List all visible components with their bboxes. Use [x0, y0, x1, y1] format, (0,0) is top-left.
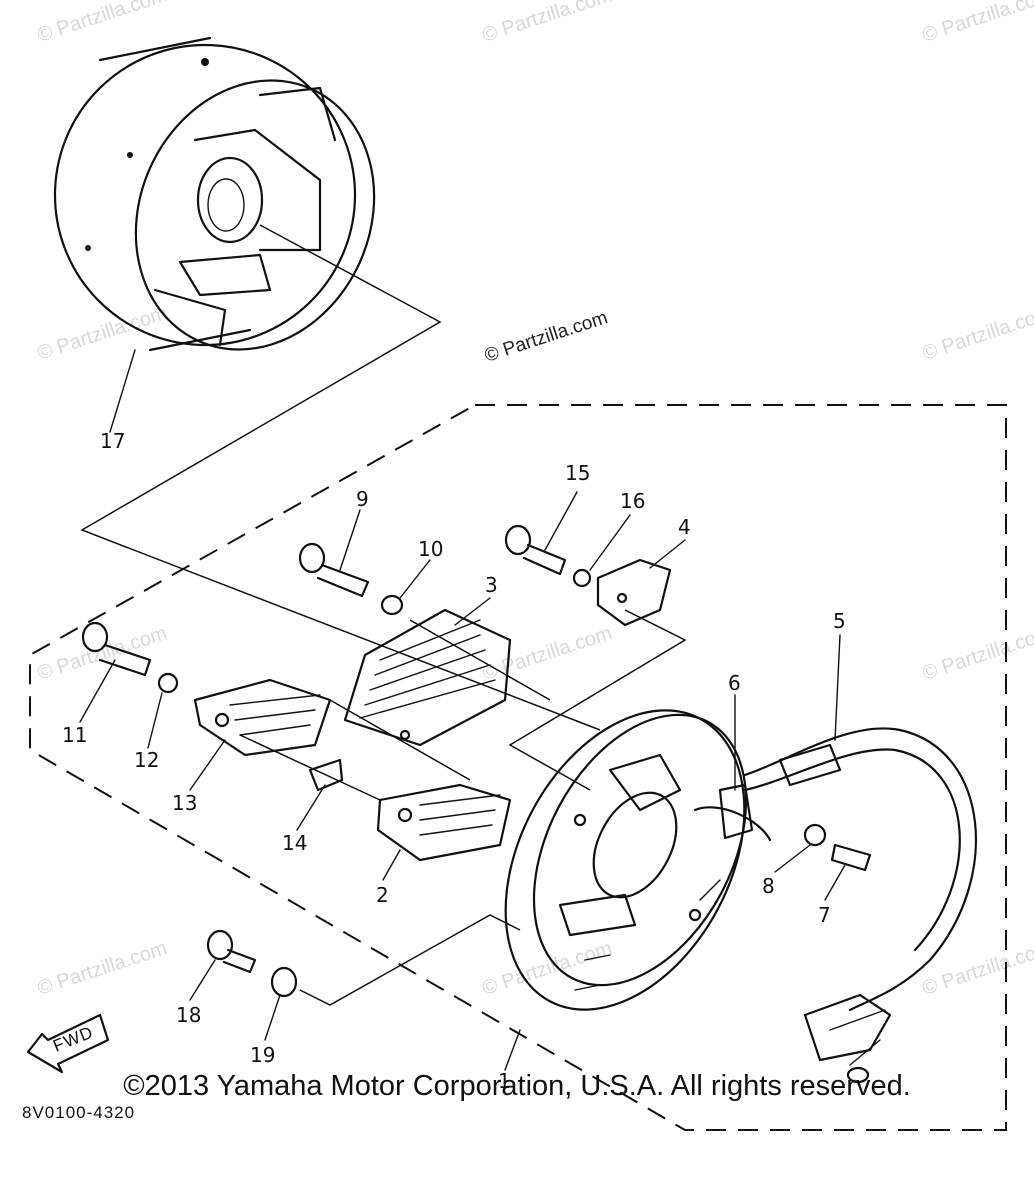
- callout-12: 12: [134, 748, 159, 772]
- callout-16: 16: [620, 489, 645, 513]
- callout-13: 13: [172, 791, 197, 815]
- callout-9: 9: [356, 487, 369, 511]
- callout-8: 8: [762, 874, 775, 898]
- watermark-text: © Partzilla.com: [920, 937, 1034, 1000]
- callout-leaders: [79, 349, 846, 1071]
- fasteners: [81, 524, 872, 998]
- callout-2: 2: [376, 883, 389, 907]
- pulser-coil-4: [596, 558, 672, 627]
- lighting-coil-13: [193, 678, 332, 757]
- callout-1: 1: [498, 1069, 511, 1093]
- callout-18: 18: [176, 1003, 201, 1027]
- callout-6: 6: [728, 671, 741, 695]
- watermark-text: © Partzilla.com: [35, 622, 170, 685]
- callout-17: 17: [100, 429, 125, 453]
- callout-labels: 17 9 10 15 16 4 3 5 6 11 12 13 14 2 8 7 …: [62, 429, 846, 1093]
- assembly-lines: [80, 224, 687, 1006]
- flywheel-rotor: [53, 36, 376, 352]
- callout-10: 10: [418, 537, 443, 561]
- callout-3: 3: [485, 573, 498, 597]
- copyright-notice: ©2013 Yamaha Motor Corporation, U.S.A. A…: [123, 1070, 911, 1102]
- watermark-text: © Partzilla.com: [920, 0, 1034, 47]
- callout-14: 14: [282, 831, 307, 855]
- callout-15: 15: [565, 461, 590, 485]
- watermark-layer: © Partzilla.com © Partzilla.com © Partzi…: [35, 0, 1034, 1000]
- watermark-text: © Partzilla.com: [480, 0, 615, 47]
- watermark-text: © Partzilla.com: [920, 622, 1034, 685]
- stator-base-plate: [504, 709, 748, 1011]
- fwd-arrow-icon: FWD: [26, 1013, 110, 1074]
- callout-4: 4: [678, 515, 691, 539]
- watermark-text: © Partzilla.com: [920, 302, 1034, 365]
- charge-coil-2: [376, 783, 512, 862]
- heat-sink-coil: [343, 608, 512, 747]
- clamp-part: [693, 783, 772, 842]
- watermark-text: © Partzilla.com: [35, 937, 170, 1000]
- callout-7: 7: [818, 903, 831, 927]
- watermark-text: © Partzilla.com: [480, 622, 615, 685]
- callout-11: 11: [62, 723, 87, 747]
- watermark-main: © Partzilla.com: [482, 307, 610, 367]
- callout-19: 19: [250, 1043, 275, 1067]
- watermark-text: © Partzilla.com: [480, 937, 615, 1000]
- wire-harness: [743, 727, 977, 1084]
- assembly-boundary: [29, 404, 1007, 1131]
- watermark-text: © Partzilla.com: [35, 0, 170, 47]
- reference-code: 8V0100-4320: [22, 1103, 135, 1122]
- callout-5: 5: [833, 609, 846, 633]
